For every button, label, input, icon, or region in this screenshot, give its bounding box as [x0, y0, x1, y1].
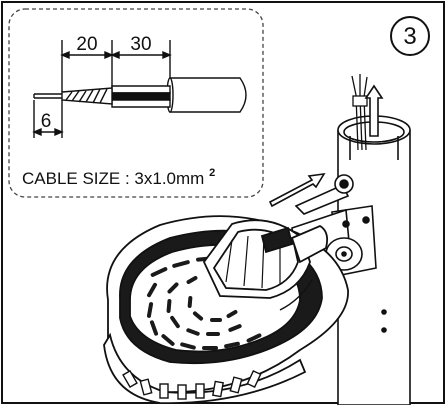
cable-size-text: CABLE SIZE : 3x1.0mm: [22, 169, 204, 188]
step-badge: 3: [390, 16, 430, 56]
cable-wires: [351, 74, 368, 151]
dim-6-label: 6: [41, 111, 52, 132]
cable-size-superscript: 2: [209, 167, 215, 179]
cable-size-label: CABLE SIZE : 3x1.0mm 2: [22, 167, 215, 188]
dim-30-label: 30: [130, 34, 151, 55]
street-light-fixture: [103, 215, 349, 405]
insert-arrow: [268, 172, 326, 208]
dim-20-label: 20: [76, 34, 97, 55]
upward-arrow: [364, 84, 384, 137]
step-number: 3: [403, 23, 416, 50]
cable-diagram: [32, 40, 247, 138]
